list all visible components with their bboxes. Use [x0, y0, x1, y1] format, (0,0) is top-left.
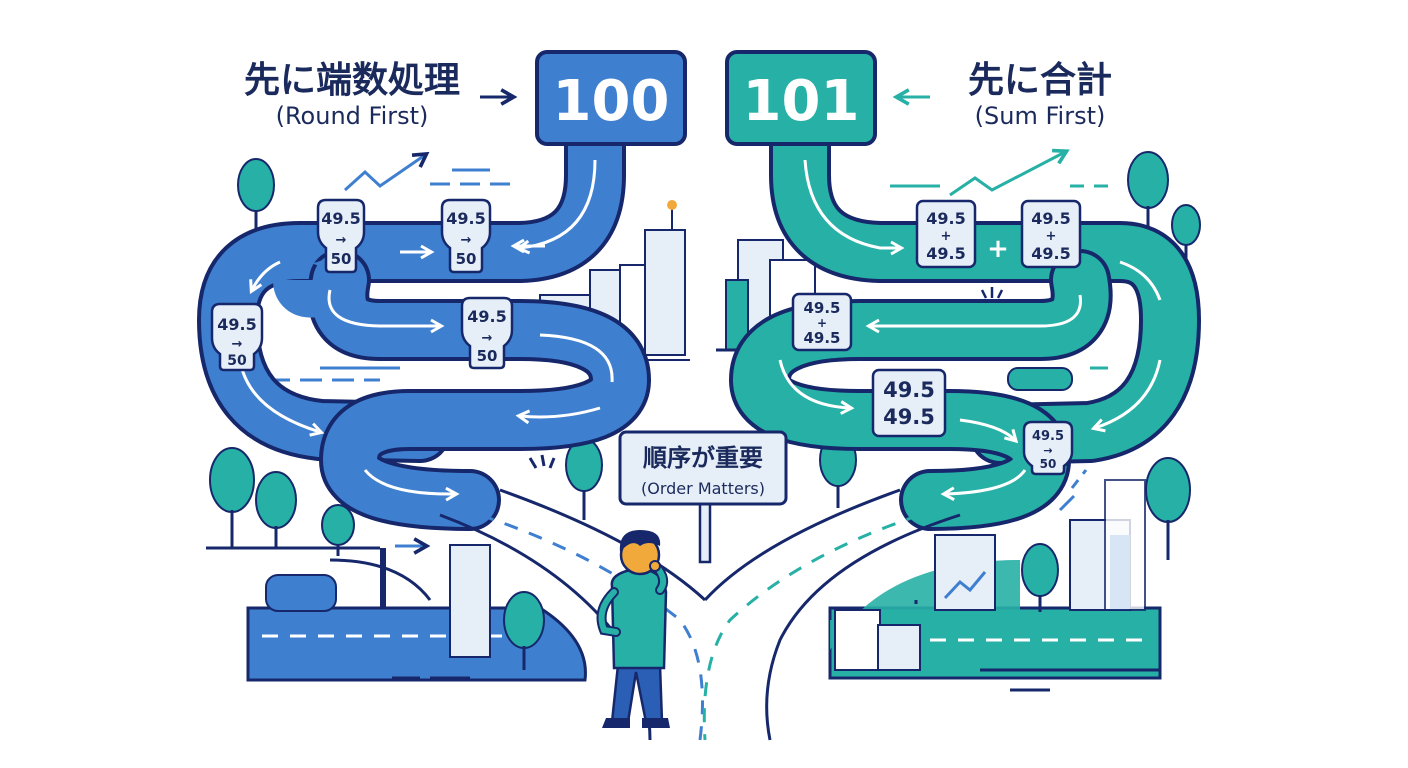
svg-text:49.5: 49.5: [926, 244, 965, 263]
thinking-person: [596, 530, 670, 728]
svg-text:→: →: [232, 337, 243, 352]
right-title-jp: 先に合計: [968, 60, 1112, 101]
svg-text:49.5: 49.5: [926, 209, 965, 228]
trees: [209, 151, 1201, 670]
right-title: 先に合計 (Sum First): [892, 60, 1112, 130]
svg-text:+: +: [817, 316, 827, 330]
right-result-box: 101: [725, 50, 877, 146]
right-step-bubble: 49.5 49.5: [871, 368, 947, 438]
svg-text:49.5: 49.5: [1031, 209, 1070, 228]
svg-text:50: 50: [456, 250, 477, 268]
svg-text:49.5: 49.5: [1032, 429, 1064, 444]
svg-text:+: +: [1046, 229, 1057, 244]
svg-text:49.5: 49.5: [803, 299, 840, 317]
left-title: 先に端数処理 (Round First): [244, 60, 518, 130]
svg-text:+: +: [941, 229, 952, 244]
left-road: [197, 114, 651, 531]
plus-sign: +: [987, 234, 1009, 264]
svg-text:50: 50: [1040, 457, 1057, 471]
svg-text:→: →: [1043, 444, 1052, 457]
svg-text:49.5: 49.5: [883, 405, 935, 429]
left-result-box: 100: [535, 50, 687, 146]
sign-title-en: (Order Matters): [641, 479, 765, 498]
right-step-bubble: 49.5 → 50: [1022, 420, 1074, 476]
antenna-light: [667, 200, 677, 210]
right-step-bubble: 49.5 + 49.5: [791, 292, 853, 352]
svg-text:→: →: [461, 233, 472, 248]
right-step-bubble: 49.5 + 49.5: [1020, 199, 1082, 269]
left-title-en: (Round First): [276, 102, 429, 130]
left-lower-road: [246, 606, 587, 682]
svg-text:49.5: 49.5: [467, 307, 506, 326]
svg-text:49.5: 49.5: [1031, 244, 1070, 263]
svg-text:49.5: 49.5: [803, 329, 840, 347]
svg-text:49.5: 49.5: [217, 315, 256, 334]
left-step-bubble: 49.5 → 50: [440, 198, 492, 274]
right-step-bubble: 49.5 + 49.5: [915, 199, 977, 269]
svg-text:49.5: 49.5: [883, 378, 935, 402]
svg-text:50: 50: [331, 250, 352, 268]
svg-text:→: →: [482, 331, 493, 346]
sign-title-jp: 順序が重要: [643, 444, 763, 472]
right-title-en: (Sum First): [975, 102, 1106, 130]
left-step-bubble: 49.5 → 50: [210, 302, 264, 372]
order-matters-signpost: 順序が重要 (Order Matters): [618, 430, 788, 564]
svg-text:→: →: [336, 233, 347, 248]
svg-text:49.5: 49.5: [321, 209, 360, 228]
svg-text:50: 50: [477, 347, 498, 365]
left-step-bubble: 49.5 → 50: [460, 296, 514, 370]
left-step-bubble: 49.5 → 50: [316, 198, 366, 274]
svg-text:50: 50: [227, 353, 247, 369]
svg-text:49.5: 49.5: [446, 209, 485, 228]
left-result-value: 100: [553, 69, 670, 134]
landscape-background: [206, 148, 1201, 692]
left-title-jp: 先に端数処理: [244, 60, 460, 101]
right-result-value: 101: [743, 69, 860, 134]
fork-paths: [439, 488, 961, 741]
